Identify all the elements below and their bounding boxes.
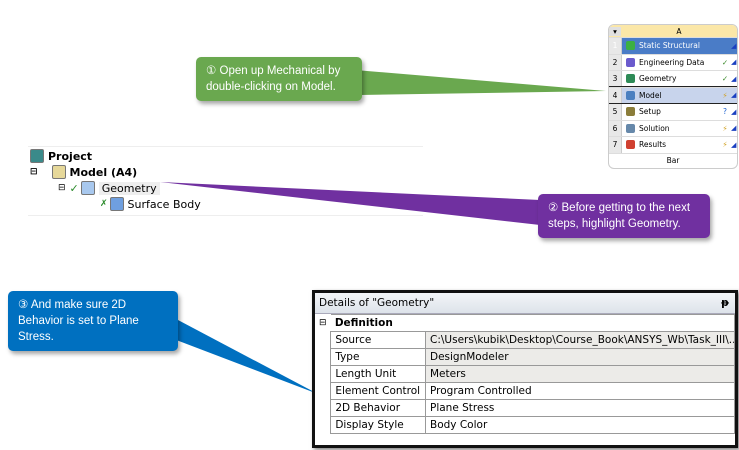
tree-item-model[interactable]: ⊟ Model (A4) <box>30 165 137 179</box>
label: Model (A4) <box>69 165 138 179</box>
status-icon: ✓ <box>721 57 729 67</box>
purple-pointer <box>160 182 540 225</box>
corner-icon: ◢ <box>731 140 737 149</box>
indent <box>315 383 331 400</box>
cell-icon <box>626 107 635 117</box>
property-value[interactable]: Body Color <box>425 416 735 434</box>
pin-icon[interactable]: ᵽ <box>721 297 729 309</box>
row-number: 6 <box>609 120 622 136</box>
cell-icon <box>626 123 635 133</box>
indent <box>315 400 331 417</box>
corner-icon: ◢ <box>731 124 737 133</box>
corner-icon: ◢ <box>731 74 737 83</box>
system-row-solution[interactable]: 6 Solution ⚡◢ <box>609 119 737 136</box>
label: Surface Body <box>127 197 201 211</box>
row-number: 2 <box>609 54 622 70</box>
property-name: Type <box>330 348 426 366</box>
model-icon <box>51 165 66 179</box>
corner-icon: ◢ <box>731 58 737 67</box>
system-row-engineering-data[interactable]: 2 Engineering Data ✓◢ <box>609 53 737 70</box>
status-icon: ? <box>723 107 727 117</box>
property-value[interactable]: Plane Stress <box>425 399 735 417</box>
system-row-geometry[interactable]: 3 Geometry ✓◢ <box>609 70 737 87</box>
property-value[interactable]: DesignModeler <box>425 348 735 366</box>
check-icon: ✓ <box>69 181 79 195</box>
property-value[interactable]: Meters <box>425 365 735 383</box>
blue-pointer <box>150 320 318 394</box>
row-number: 1 <box>609 38 622 54</box>
collapse-icon[interactable]: ⊟ <box>58 183 66 193</box>
row-number: 5 <box>609 104 622 120</box>
cell-icon <box>626 57 635 67</box>
cell-label: Engineering Data <box>639 57 705 67</box>
indent <box>315 332 331 349</box>
callout-step-2: ② Before getting to the next steps, high… <box>538 194 710 238</box>
system-row-model[interactable]: 4 Model ⚡◢ <box>609 85 737 104</box>
row-number: 3 <box>609 71 622 87</box>
indent <box>315 349 331 366</box>
status-icon: ⚡ <box>722 90 728 100</box>
cell-icon <box>626 74 635 84</box>
cell-icon <box>626 90 635 100</box>
property-name: Source <box>330 331 426 349</box>
cell-icon <box>626 140 635 150</box>
system-row-static-structural[interactable]: 1 Static Structural ◢ <box>609 37 737 54</box>
section-definition[interactable]: ⊟Definition <box>315 314 735 332</box>
property-name: Element Control <box>330 382 426 400</box>
cell-label: Geometry <box>639 74 677 84</box>
cell-label: Results <box>639 140 667 150</box>
property-name: Length Unit <box>330 365 426 383</box>
column-header: A <box>676 26 682 36</box>
corner-icon: ◢ <box>731 107 737 116</box>
tree-item-geometry[interactable]: ⊟✓ Geometry <box>58 181 160 195</box>
property-name: Display Style <box>330 416 426 434</box>
cell-label: Model <box>639 90 662 100</box>
corner-icon: ◢ <box>731 41 737 50</box>
status-icon: ✓ <box>721 74 729 84</box>
details-panel: Details of "Geometry" ᵽ ⊟Definition Sourc… <box>312 290 738 448</box>
callout-step-3: ③ And make sure 2D Behavior is set to Pl… <box>8 291 178 351</box>
cell-icon <box>626 41 635 51</box>
row-number: 4 <box>609 87 622 103</box>
dropdown-icon[interactable]: ▾ <box>609 26 621 36</box>
system-row-results[interactable]: 7 Results ⚡◢ <box>609 136 737 153</box>
label: Project <box>48 149 93 163</box>
callout-step-1: ① Open up Mechanical by double-clicking … <box>196 57 362 101</box>
status-icon: ⚡ <box>722 123 728 133</box>
check-icon: ✗ <box>100 199 108 209</box>
property-name: 2D Behavior <box>330 399 426 417</box>
system-row-setup[interactable]: 5 Setup? ◢ <box>609 103 737 120</box>
cell-label: Static Structural <box>639 41 700 51</box>
indent <box>315 366 331 383</box>
tree-item-surface-body[interactable]: ✗ Surface Body <box>100 197 201 211</box>
collapse-icon[interactable]: ⊟ <box>30 167 38 177</box>
surface-body-icon <box>109 197 124 211</box>
outline-tree: Project ⊟Model (A4) ⊟✓Geometry ✗Surface … <box>28 146 423 216</box>
status-icon: ⚡ <box>722 140 728 150</box>
section-label: Definition <box>330 314 735 332</box>
panel-title: Details of "Geometry" <box>319 297 435 309</box>
property-value[interactable]: Program Controlled <box>425 382 735 400</box>
project-icon <box>30 149 44 163</box>
cell-label: Setup <box>639 107 661 117</box>
geometry-icon <box>80 181 95 195</box>
tree-item-project[interactable]: Project <box>30 149 92 163</box>
label: Geometry <box>98 181 160 195</box>
corner-icon: ◢ <box>731 91 737 100</box>
property-value[interactable]: C:\Users\kubik\Desktop\Course_Book\ANSYS… <box>425 331 735 349</box>
row-number: 7 <box>609 137 622 153</box>
green-pointer <box>355 70 606 95</box>
workbench-system-bar[interactable]: ▾ A 1 Static Structural ◢ 2 Engineering Data… <box>608 24 738 169</box>
collapse-icon[interactable]: ⊟ <box>319 318 327 328</box>
cell-label: Solution <box>639 123 670 133</box>
indent <box>315 417 331 434</box>
system-name[interactable]: Bar <box>609 152 737 168</box>
